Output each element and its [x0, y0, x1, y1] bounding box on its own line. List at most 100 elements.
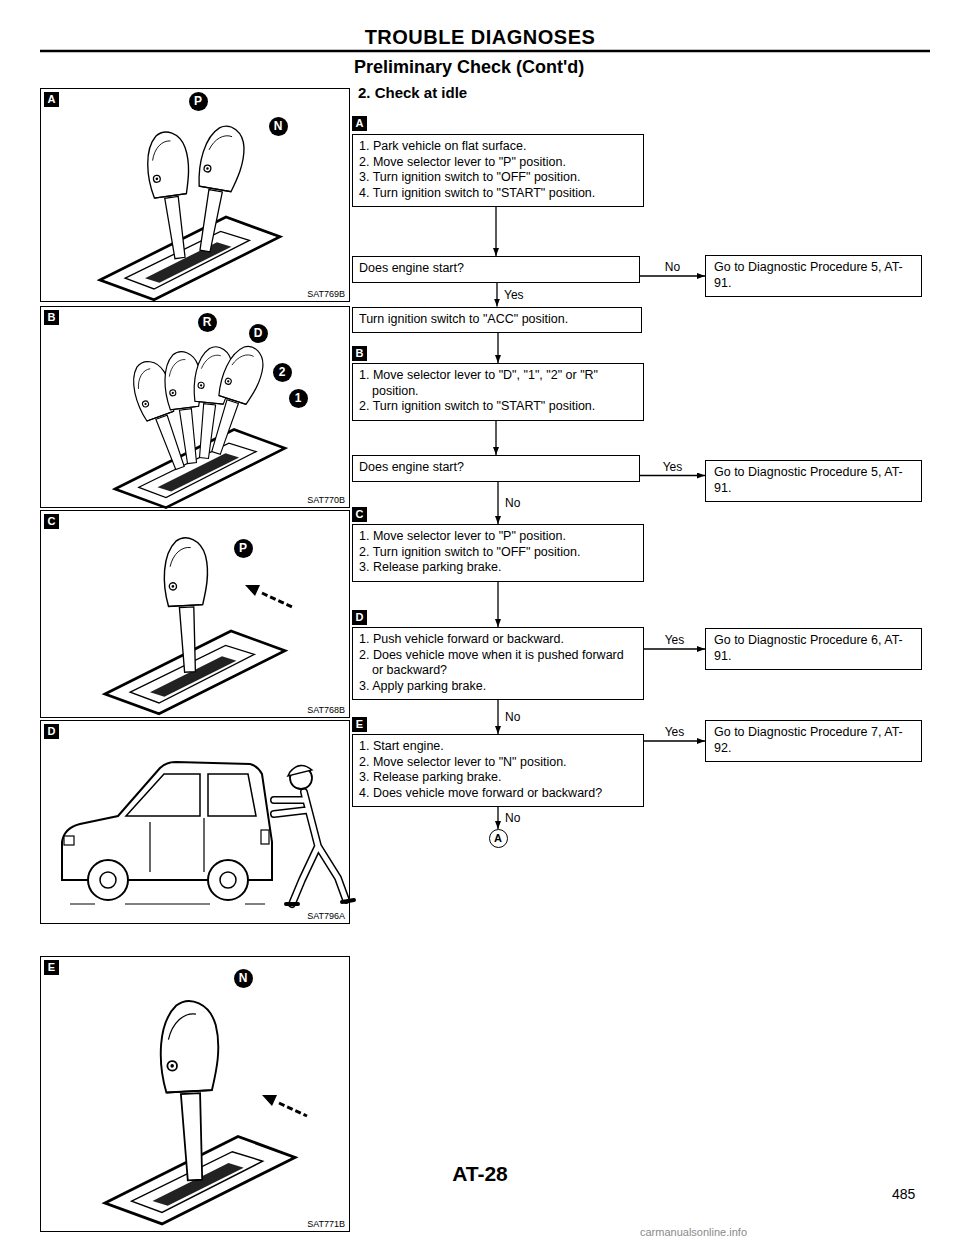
step-text: 2. Move selector lever to "N" position. [359, 755, 637, 771]
panel-b-art [115, 430, 285, 508]
procedure-box: Go to Diagnostic Procedure 5, AT-91. [705, 460, 922, 502]
panel-d-art [70, 903, 265, 904]
panel-d-art [220, 872, 236, 888]
page-number: 485 [892, 1186, 915, 1202]
panel-e-art [158, 1000, 225, 1182]
illustration-panel: B SAT770B [40, 306, 350, 508]
panel-a-art [186, 123, 249, 255]
flow-arrow [640, 275, 705, 276]
flow-arrow [640, 475, 705, 476]
panel-d-art [62, 762, 354, 904]
step-text: 1. Push vehicle forward or backward. [359, 632, 637, 648]
subsection-heading: 2. Check at idle [358, 84, 467, 101]
decision-box: Turn ignition switch to "ACC" position. [352, 307, 642, 334]
step-text: 2. Move selector lever to "P" position. [359, 155, 637, 171]
step-marker: B [352, 346, 367, 361]
panel-e-art [262, 1095, 277, 1106]
box-text: Go to Diagnostic Procedure 7, AT-92. [714, 725, 915, 756]
panel-letter: B [44, 310, 59, 325]
panel-a-art [100, 123, 280, 300]
step-text: 3. Apply parking brake. [359, 679, 637, 695]
procedure-box: Go to Diagnostic Procedure 7, AT-92. [705, 720, 922, 762]
panel-d-art [274, 792, 346, 904]
branch-label: No [503, 496, 522, 510]
flow-arrow [497, 700, 498, 734]
step-box: 1. Move selector lever to "D", "1", "2" … [352, 363, 644, 421]
flow-arrow [644, 740, 705, 741]
panel-c-art [262, 593, 292, 607]
panel-d-art [208, 860, 248, 900]
decision-box: Does engine start? [352, 256, 640, 283]
illustration-panel: E SAT771B [40, 956, 350, 1232]
figure-code: SAT771B [306, 1219, 346, 1229]
header-rule [40, 50, 930, 53]
step-box: 1. Park vehicle on flat surface.2. Move … [352, 134, 644, 207]
figure-code: SAT796A [306, 911, 346, 921]
panel-c-art [245, 585, 260, 596]
box-text: Does engine start? [359, 460, 633, 476]
flow-arrow [496, 283, 497, 307]
panel-letter: D [44, 724, 59, 739]
box-text: A [493, 830, 504, 846]
callout-letter: N [234, 969, 253, 988]
procedure-box: Go to Diagnostic Procedure 5, AT-91. [705, 255, 922, 297]
illustration-panel: D SAT796A [40, 720, 350, 924]
panel-d-art [288, 765, 312, 776]
panel-e-art [105, 1000, 307, 1224]
panel-c-art [105, 537, 292, 714]
step-text: 2. Turn ignition switch to "START" posit… [359, 399, 637, 415]
panel-d-art [100, 872, 116, 888]
step-text: 4. Does vehicle move forward or backward… [359, 786, 637, 802]
panel-c-art [162, 537, 213, 673]
branch-label: Yes [502, 288, 526, 302]
panel-d-art [88, 860, 128, 900]
section-heading: Preliminary Check (Cont'd) [354, 57, 584, 78]
decision-box: Does engine start? [352, 455, 640, 482]
branch-label: Yes [663, 633, 687, 647]
step-text: 1. Move selector lever to "P" position. [359, 529, 637, 545]
step-marker: C [352, 507, 367, 522]
step-marker: A [352, 116, 367, 131]
branch-label: No [503, 811, 522, 825]
step-text: 1. Start engine. [359, 739, 637, 755]
branch-label: Yes [663, 725, 687, 739]
panel-d-art [208, 774, 256, 816]
panel-d-art [274, 792, 346, 904]
callout-letter: 1 [289, 389, 308, 408]
watermark: carmanualsonline.info [640, 1226, 747, 1238]
branch-label: No [503, 710, 522, 724]
callout-letter: D [249, 324, 268, 343]
box-text: Turn ignition switch to "ACC" position. [359, 312, 635, 328]
step-box: 1. Start engine.2. Move selector lever t… [352, 734, 644, 807]
step-text: 2. Turn ignition switch to "OFF" positio… [359, 545, 637, 561]
flow-arrow [497, 582, 498, 628]
panel-a-art [143, 130, 201, 261]
step-box: 1. Push vehicle forward or backward.2. D… [352, 627, 644, 700]
illustration-panel: CSAT768B [40, 510, 350, 718]
panel-e-art [279, 1103, 307, 1116]
flow-arrow [497, 482, 498, 525]
flow-arrow [495, 207, 496, 256]
illustration-panel: ASAT769B [40, 88, 350, 302]
callout-letter: 2 [273, 363, 292, 382]
connector-circle: A [489, 829, 508, 848]
branch-label: No [663, 260, 682, 274]
callout-letter: N [269, 117, 288, 136]
step-text: 2. Does vehicle move when it is pushed f… [359, 648, 637, 679]
page-title: TROUBLE DIAGNOSES [0, 26, 960, 49]
box-text: Does engine start? [359, 261, 633, 277]
branch-label: Yes [661, 460, 685, 474]
figure-code: SAT770B [306, 495, 346, 505]
panel-a-art [100, 217, 280, 300]
step-marker: D [352, 610, 367, 625]
flow-arrow [644, 648, 705, 649]
panel-d-art [286, 900, 354, 904]
step-text: 3. Release parking brake. [359, 560, 637, 576]
step-box: 1. Move selector lever to "P" position.2… [352, 524, 644, 582]
callout-letter: P [234, 539, 253, 558]
panel-b-art [200, 341, 269, 459]
panel-letter: E [44, 960, 59, 975]
callout-letter: R [198, 313, 217, 332]
